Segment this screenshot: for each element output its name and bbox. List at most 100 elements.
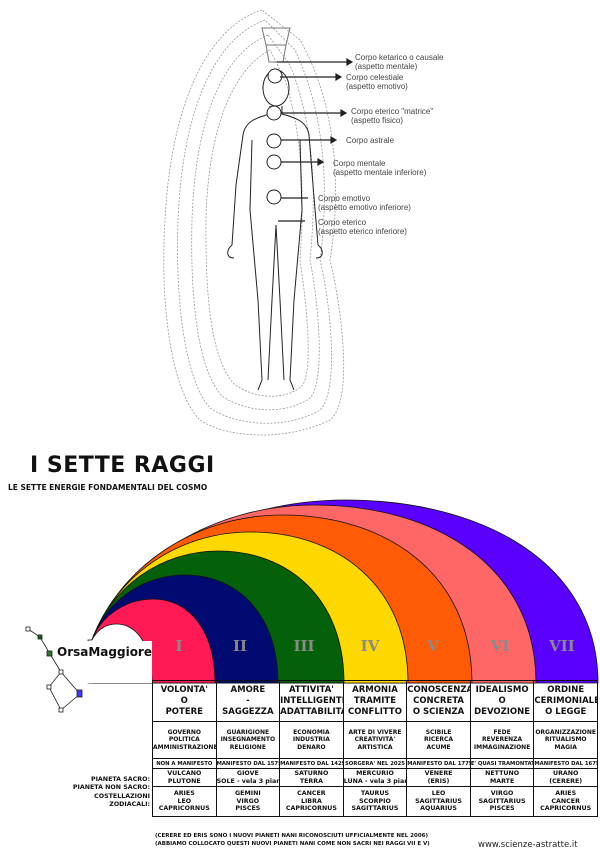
ray-numeral: IV xyxy=(361,637,380,655)
cell-line: CANCER xyxy=(297,790,326,798)
footnote-line: (ABBIAMO COLLOCATO QUESTI NUOVI PIANETI … xyxy=(155,841,430,847)
ray-manifest-cell: E' QUASI TRAMONTATO xyxy=(469,758,535,769)
cell-line: ARTE DI VIVERE xyxy=(348,728,402,736)
page-subtitle: LE SETTE ENERGIE FONDAMENTALI DEL COSMO xyxy=(8,483,208,492)
cell-line: RICERCA xyxy=(424,736,454,744)
ray-numeral: II xyxy=(233,637,247,655)
cell-line: VULCANO xyxy=(167,770,202,777)
ray-manifest-cell: NON A MANIFESTO xyxy=(152,758,217,769)
cell-line: RELIGIONE xyxy=(229,743,266,751)
label-line: (aspetto emotivo) xyxy=(346,82,408,91)
cell-line: CERIMONIALE xyxy=(534,695,598,706)
body-label-emotional: Corpo emotivo(aspetto emotivo inferiore) xyxy=(318,194,411,212)
cell-line: IMMAGINAZIONE xyxy=(473,743,531,751)
label-line: Corpo mentale xyxy=(333,159,386,168)
cell-line: CONFLITTO xyxy=(347,706,402,717)
cell-line: AQUARIUS xyxy=(420,805,457,813)
cell-line: LEO xyxy=(177,797,192,805)
ray-name-cell: AMORE-SAGGEZZA xyxy=(215,680,281,722)
label-line: Corpo eterico "matrice" xyxy=(351,107,434,116)
cell-line: (ERIS) xyxy=(427,777,450,785)
body-label-etheric: Corpo eterico(aspetto eterico inferiore) xyxy=(318,218,407,236)
cell-line: MERCURIO xyxy=(356,770,394,777)
cell-line: TERRA xyxy=(299,777,323,785)
cell-line: GEMINI xyxy=(234,790,261,798)
cell-line: ATTIVITA' xyxy=(288,684,334,695)
cell-line: VIRGO xyxy=(236,797,260,805)
ray-manifest-cell: SORGERA' NEL 2025 xyxy=(342,758,408,769)
body-label-astral: Corpo astrale xyxy=(346,136,394,145)
cell-line: REVERENZA xyxy=(481,736,523,744)
cell-line: RITUALISMO xyxy=(544,736,587,744)
cell-line: AMORE xyxy=(230,684,266,695)
cell-line: VENERE xyxy=(424,770,453,777)
label-line: Corpo emotivo xyxy=(318,194,371,203)
ray-manifest-cell: MANIFESTO DAL 1775 xyxy=(406,758,471,769)
body-label-causal: Corpo ketarico o causale(aspetto mentale… xyxy=(355,53,444,71)
label-line: ZODIACALI: xyxy=(109,800,150,808)
cell-line: AMMINISTRAZIONE xyxy=(153,743,217,751)
ray-numeral: V xyxy=(426,637,439,655)
cell-line: CAPRICORNUS xyxy=(285,805,337,813)
cell-line: PISCES xyxy=(489,805,515,813)
cell-line: ARMONIA xyxy=(352,684,398,695)
ray-manifest-cell: MANIFESTO DAL 1425 xyxy=(279,758,344,769)
cell-line: SOLE - vela 3 pianeti xyxy=(216,777,279,785)
body-label-mental: Corpo mentale(aspetto mentale inferiore) xyxy=(333,159,426,177)
cell-line: SAGITTARIUS xyxy=(351,805,399,813)
label-line: Corpo celestiale xyxy=(346,73,404,82)
label-arrows xyxy=(277,57,354,222)
cell-line: SAGGEZZA xyxy=(222,706,274,717)
cell-line: VIRGO xyxy=(490,790,514,798)
planet-row-label: PIANETA SACRO:PIANETA NON SACRO: xyxy=(73,776,150,791)
ray-planets-cell: VENERE(ERIS) xyxy=(406,768,471,787)
cell-line: GUARIGIONE xyxy=(226,728,270,736)
cell-line: ARIES xyxy=(555,790,577,798)
chakra-circles xyxy=(266,68,283,205)
subtle-bodies-figure xyxy=(163,9,354,436)
footnote-line: (CERERE ED ERIS SONO I NUOVI PIANETI NAN… xyxy=(155,833,429,839)
cell-line: SCORPIO xyxy=(359,797,391,805)
cell-line: TAURUS xyxy=(360,790,390,798)
cell-line: PLUTONE xyxy=(167,777,201,785)
label-line: (aspetto mentale inferiore) xyxy=(333,168,427,177)
label-line: (aspetto emotivo inferiore) xyxy=(318,203,411,212)
cell-line: CAPRICORNUS xyxy=(540,805,592,813)
label-line: (aspetto eterico inferiore) xyxy=(318,227,407,236)
cell-line: MARTE xyxy=(489,777,515,785)
cell-line: LIBRA xyxy=(300,797,322,805)
cell-line: SATURNO xyxy=(294,770,329,777)
ray-numeral: VI xyxy=(490,637,510,655)
label-line: Corpo eterico xyxy=(318,218,367,227)
page-title: I SETTE RAGGI xyxy=(30,453,215,478)
cell-line: ORGANIZZAZIONE xyxy=(535,728,597,736)
ray-numeral: VII xyxy=(548,637,575,655)
ursa-major-constellation xyxy=(25,626,83,713)
cell-line: O xyxy=(180,695,188,706)
cell-line: ECONOMIA xyxy=(293,728,330,736)
cell-line: ADATTABILITA' xyxy=(280,706,344,717)
cell-line: POTERE xyxy=(165,706,203,717)
cell-line: SAGITTARIUS xyxy=(415,797,462,805)
cell-line: O xyxy=(498,695,506,706)
cell-line: GOVERNO xyxy=(167,728,201,736)
cell-line: CONOSCENZA xyxy=(407,684,471,695)
cell-line: INDUSTRIA xyxy=(292,736,330,744)
cell-line: O LEGGE xyxy=(545,706,587,717)
cell-line: CAPRICORNUS xyxy=(158,805,210,813)
cell-line: IDEALISMO xyxy=(475,684,529,695)
